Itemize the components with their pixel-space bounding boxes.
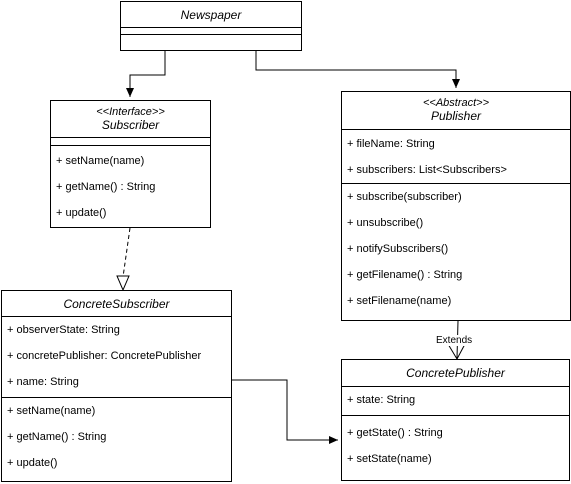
attribute: + concretePublisher: ConcretePublisher <box>7 350 202 362</box>
attribute: + fileName: String <box>347 138 435 150</box>
method: + setState(name) <box>347 453 432 465</box>
attribute: + subscribers: List<Subscribers> <box>347 164 507 176</box>
class-name: Newspaper <box>121 2 301 28</box>
attribute: + state: String <box>347 394 416 406</box>
method: + getName() : String <box>7 431 107 443</box>
class-name: Publisher <box>430 109 482 123</box>
class-name: Subscriber <box>101 118 160 132</box>
method: + getName() : String <box>56 181 156 193</box>
method: + setName(name) <box>56 155 145 167</box>
attributes-compartment <box>51 138 210 146</box>
attribute: + name: String <box>7 376 79 388</box>
method: + getFilename() : String <box>347 269 463 281</box>
attributes-compartment: + fileName: String + subscribers: List<S… <box>342 130 570 184</box>
attributes-compartment: + observerState: String + concretePublis… <box>2 317 231 398</box>
class-publisher[interactable]: <<Abstract>> Publisher + fileName: Strin… <box>341 91 571 321</box>
class-name: ConcretePublisher <box>342 360 569 387</box>
method: + update() <box>7 457 58 469</box>
class-subscriber[interactable]: <<Interface>> Subscriber + setName(name)… <box>50 100 211 228</box>
extends-arrowhead <box>447 343 466 361</box>
stereotype: <<Interface>> <box>96 106 165 118</box>
methods-compartment: + setName(name) + getName() : String + u… <box>51 146 210 226</box>
method: + update() <box>56 207 107 219</box>
edge-newspaper-subscriber <box>126 51 166 97</box>
attributes-compartment <box>121 28 301 35</box>
attributes-compartment: + state: String <box>342 387 569 416</box>
methods-compartment: + subscribe(subscriber) + unsubscribe() … <box>342 184 570 314</box>
class-header: <<Abstract>> Publisher <box>342 92 570 130</box>
method: + unsubscribe() <box>347 217 424 229</box>
methods-compartment: + setName(name) + getName() : String + u… <box>2 398 231 476</box>
class-concrete-subscriber[interactable]: ConcreteSubscriber + observerState: Stri… <box>1 290 232 482</box>
methods-compartment: + getState() : String + setState(name) <box>342 416 569 472</box>
method: + subscribe(subscriber) <box>347 191 462 203</box>
method: + setFilename(name) <box>347 295 452 307</box>
class-name: ConcreteSubscriber <box>2 291 231 317</box>
class-concrete-publisher[interactable]: ConcretePublisher + state: String + getS… <box>341 359 570 481</box>
method: + setName(name) <box>7 405 96 417</box>
method: + notifySubscribers() <box>347 243 449 255</box>
attribute: + observerState: String <box>7 324 120 336</box>
edge-newspaper-publisher <box>255 51 460 88</box>
edge-subscriber-publisher <box>232 379 338 444</box>
realization-triangle <box>116 275 130 292</box>
extends-label: Extends <box>434 335 475 346</box>
edge-realization <box>122 227 131 278</box>
class-newspaper[interactable]: Newspaper <box>120 1 302 51</box>
method: + getState() : String <box>347 427 443 439</box>
class-header: <<Interface>> Subscriber <box>51 101 210 138</box>
stereotype: <<Abstract>> <box>422 97 490 109</box>
